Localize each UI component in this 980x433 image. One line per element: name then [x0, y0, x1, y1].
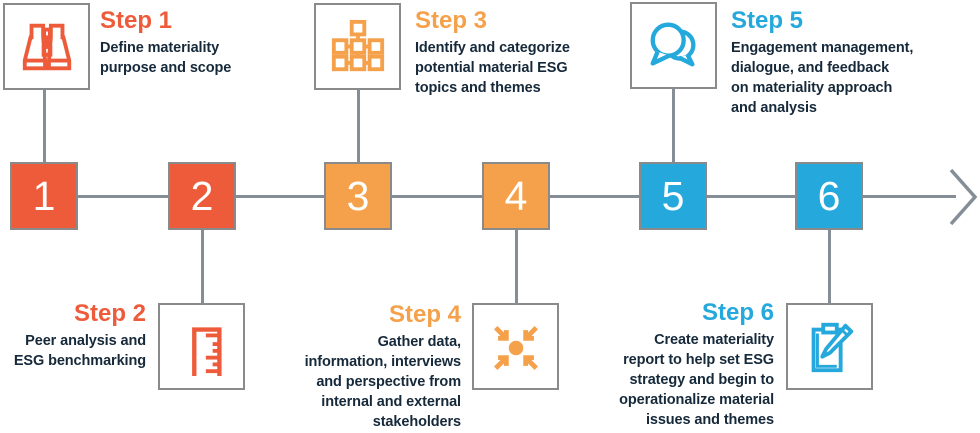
step-1-icon-box [3, 3, 90, 90]
timeline-arrowhead-icon [949, 168, 978, 226]
step-5-number: 5 [661, 172, 685, 219]
step-3-text: Step 3 Identify and categorize potential… [415, 8, 655, 98]
step-5-description: Engagement management, dialogue, and fee… [731, 40, 914, 116]
step-2-heading: Step 2 [73, 300, 146, 327]
step-1-heading: Step 1 [100, 7, 173, 34]
step-5-text: Step 5 Engagement management, dialogue, … [731, 8, 976, 118]
connector-step-6 [828, 229, 831, 304]
step-2-text: Step 2 Peer analysis and ESG benchmarkin… [0, 301, 146, 371]
step-1-description: Define materiality purpose and scope [100, 40, 232, 76]
step-5-heading: Step 5 [731, 7, 804, 34]
step-2-number-box: 2 [168, 162, 236, 230]
step-3-description: Identify and categorize potential materi… [415, 40, 570, 96]
step-4-number: 4 [504, 172, 528, 219]
step-1-text: Step 1 Define materiality purpose and sc… [100, 8, 340, 78]
step-4-description: Gather data, information, interviews and… [304, 334, 462, 430]
step-6-number-box: 6 [795, 162, 863, 230]
step-6-icon-box [786, 303, 873, 390]
step-1-number-box: 1 [10, 162, 78, 230]
step-2-icon-box [158, 303, 245, 390]
step-3-number: 3 [346, 172, 370, 219]
converge-arrows-icon [487, 318, 545, 376]
step-4-text: Step 4 Gather data, information, intervi… [221, 301, 462, 432]
step-3-heading: Step 3 [415, 7, 488, 34]
connector-step-2 [201, 229, 204, 304]
step-6-heading: Step 6 [701, 299, 774, 326]
step-5-number-box: 5 [639, 162, 707, 230]
connector-step-3 [357, 90, 360, 163]
step-4-icon-box [472, 303, 559, 390]
connector-step-4 [515, 229, 518, 304]
step-4-number-box: 4 [482, 162, 550, 230]
step-5-icon-box [630, 2, 717, 89]
ruler-icon [173, 318, 231, 376]
step-6-description: Create materiality report to help set ES… [619, 332, 774, 428]
connector-step-1 [43, 89, 46, 163]
step-6-number: 6 [817, 172, 841, 219]
sitemap-icon [329, 18, 387, 76]
binoculars-icon [18, 18, 76, 76]
step-2-number: 2 [190, 172, 214, 219]
clipboard-pencil-icon [801, 318, 859, 376]
chat-bubbles-icon [645, 17, 703, 75]
step-1-number: 1 [32, 172, 56, 219]
step-2-description: Peer analysis and ESG benchmarking [13, 333, 146, 369]
step-6-text: Step 6 Create materiality report to help… [524, 300, 774, 430]
step-4-heading: Step 4 [388, 301, 461, 328]
step-3-icon-box [314, 3, 401, 90]
step-3-number-box: 3 [324, 162, 392, 230]
connector-step-5 [672, 86, 675, 163]
